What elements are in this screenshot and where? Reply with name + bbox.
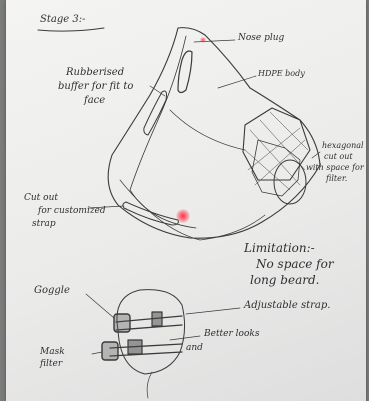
label-filter-3: with space for xyxy=(306,164,364,172)
label-hdpe-body: HDPE body xyxy=(258,70,305,78)
label-rubberised-2: buffer for fit to xyxy=(58,82,133,93)
mask-inner-edge xyxy=(130,36,196,228)
label-filter-4: filter. xyxy=(326,175,347,183)
label-better-looks-2: and xyxy=(186,344,203,353)
label-rubberised-1: Rubberised xyxy=(66,68,124,79)
label-filter-2: cut out xyxy=(324,153,353,161)
label-filter-1: hexagonal xyxy=(322,142,364,150)
label-limitation-2: No space for xyxy=(256,258,334,271)
heading-underline xyxy=(38,28,104,31)
buffer-strip xyxy=(144,91,167,135)
label-limitation-1: Limitation:- xyxy=(244,242,315,255)
label-nose-plug: Nose plug xyxy=(238,34,284,43)
nose-plug-shape xyxy=(178,51,192,93)
sketch-heading: Stage 3:- xyxy=(40,15,85,26)
laser-dot-small xyxy=(200,37,206,43)
label-cutout-3: strap xyxy=(32,220,56,229)
label-goggle: Goggle xyxy=(34,286,70,297)
label-mask-filter-2: filter xyxy=(40,360,62,369)
label-adjustable-strap: Adjustable strap. xyxy=(244,301,330,312)
label-cutout-2: for customized xyxy=(38,207,106,216)
laser-dot-glow xyxy=(176,209,190,223)
label-rubberised-3: face xyxy=(84,96,105,107)
mask-outline xyxy=(108,28,320,239)
label-better-looks-1: Better looks xyxy=(204,330,259,339)
label-cutout-1: Cut out xyxy=(24,194,58,203)
label-limitation-3: long beard. xyxy=(250,274,319,287)
label-mask-filter-1: Mask xyxy=(40,348,65,357)
